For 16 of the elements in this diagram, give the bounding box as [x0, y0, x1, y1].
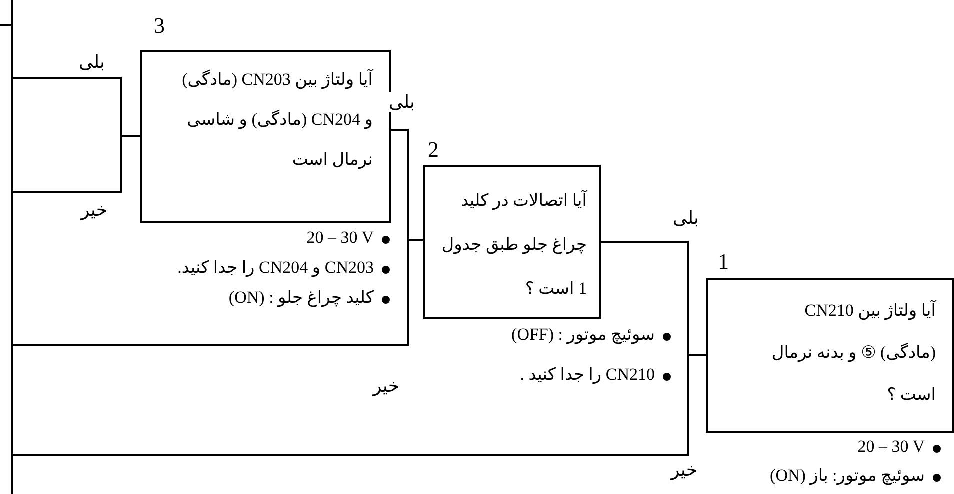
edge-label: بلی — [78, 52, 106, 72]
condition-text: CN210 را جدا کنید . — [520, 364, 655, 386]
step-number: 1 — [718, 250, 729, 274]
step-number: 2 — [428, 138, 439, 162]
decision-box: آیا ولتاژ بین CN203 (مادگی) و CN204 (مادگی) و شاسی نرمال است — [140, 50, 391, 223]
decision-box: آیا اتصالات در کلید چراغ جلو طبق جدول 1 است ؟ — [423, 165, 601, 319]
condition-text: 20 – 30 V — [858, 436, 925, 458]
condition-text: سوئیچ موتور: باز (ON) — [770, 465, 925, 487]
decision-box: آیا ولتاژ بین CN210 (مادگی) ⑤ و بدنه نرمال است ؟ — [706, 278, 954, 433]
condition-text: کلید چراغ جلو : (ON) — [228, 287, 374, 309]
condition-text: CN203 و CN204 را جدا کنید. — [178, 257, 374, 279]
condition-text: سوئیچ موتور : (OFF) — [512, 324, 655, 346]
condition-text: 20 – 30 V — [306, 227, 374, 249]
edge-label: بلی — [388, 92, 416, 112]
step-number: 3 — [154, 14, 165, 38]
edge-label: بلی — [672, 208, 700, 228]
